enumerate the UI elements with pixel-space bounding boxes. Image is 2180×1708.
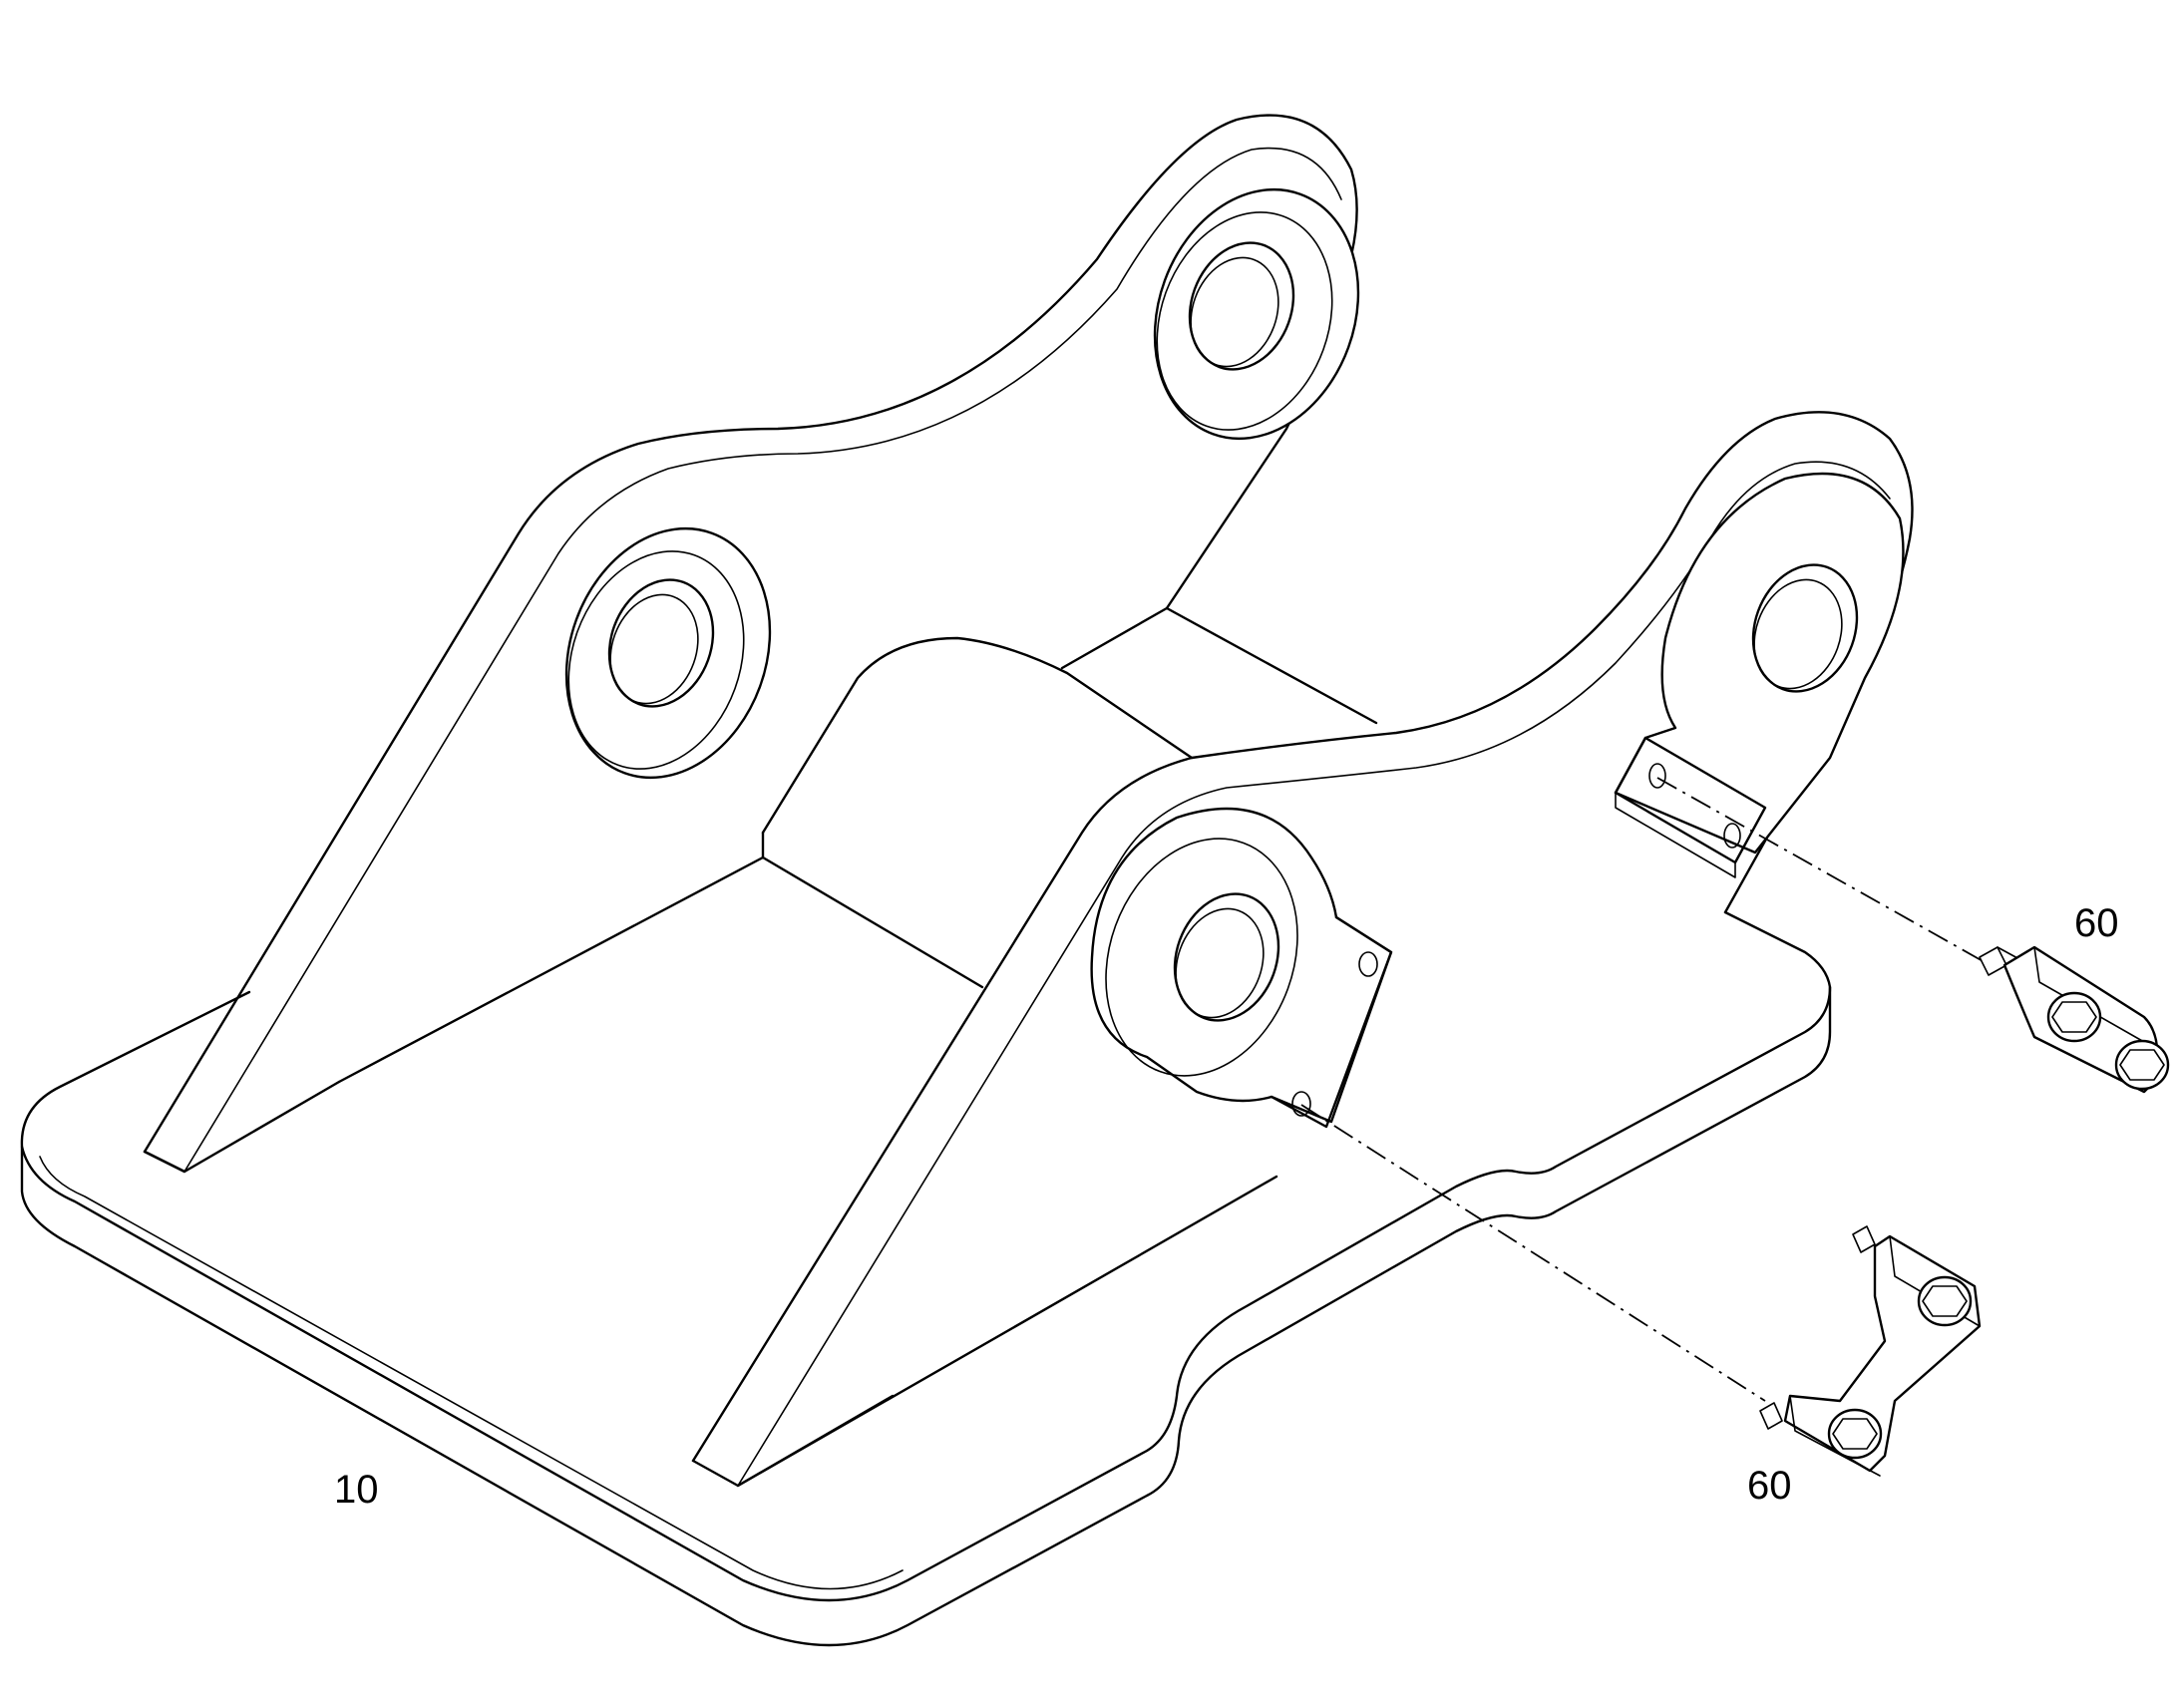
base-plate	[20, 910, 1832, 1647]
cross-tube	[337, 606, 1378, 1084]
clamp-lower	[1759, 1225, 1982, 1477]
clamp-upper	[1979, 945, 2170, 1094]
right-front-boss	[1090, 807, 1393, 1129]
right-rear-boss	[1614, 472, 1905, 878]
callout-clamp-upper: 60	[2074, 901, 2119, 945]
leader-lines	[1300, 777, 1986, 1402]
callout-clamp-lower: 60	[1747, 1464, 1792, 1508]
left-front-boss	[564, 526, 772, 780]
leader-line-upper	[1656, 777, 1986, 963]
right-cheek-plate	[691, 411, 1914, 1488]
left-rear-boss	[1153, 187, 1360, 441]
callout-bracket: 10	[334, 1468, 379, 1512]
leader-line-lower	[1300, 1104, 1766, 1402]
